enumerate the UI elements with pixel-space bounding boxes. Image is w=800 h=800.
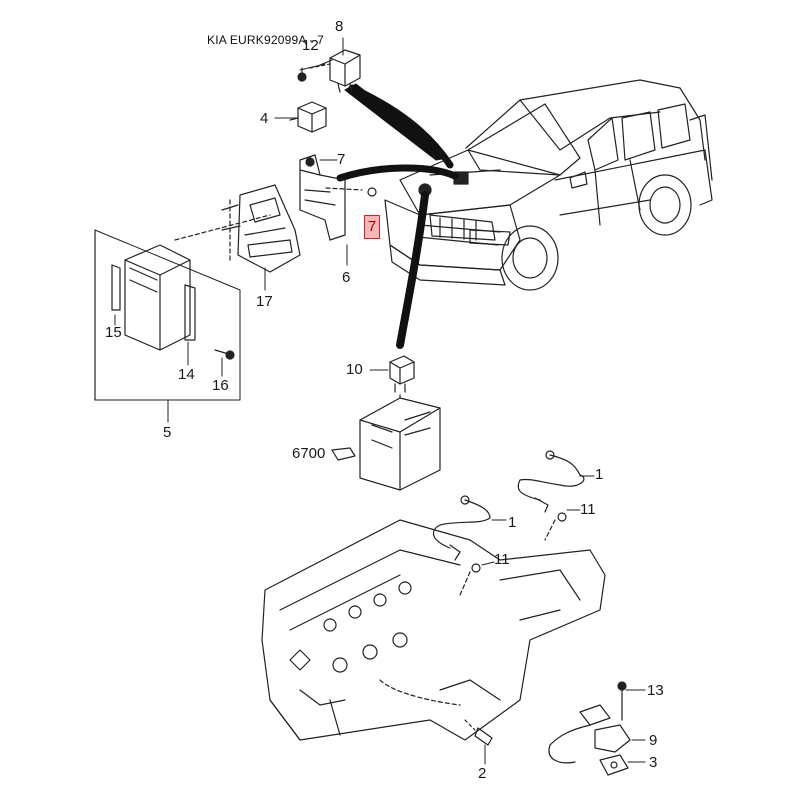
callout-3: 3	[649, 754, 658, 771]
relay-assembly-8	[297, 49, 361, 93]
callout-9: 9	[649, 732, 658, 749]
callout-2: 2	[478, 765, 487, 782]
callout-17: 17	[256, 293, 273, 310]
ecu-box-5	[94, 214, 271, 401]
callout-13: 13	[647, 682, 664, 699]
relay-4	[289, 101, 327, 133]
callout-15: 15	[105, 324, 122, 341]
callout-12: 12	[302, 37, 319, 54]
leader-lines	[114, 37, 646, 765]
diagram-title: KIA EURK92099A - 7	[207, 33, 325, 47]
engine-block	[261, 519, 606, 741]
sensor-1-middle	[432, 495, 491, 596]
callout-6700: 6700	[292, 445, 326, 462]
callout-11-middle: 11	[494, 551, 510, 568]
callout-7-upper: 7	[337, 151, 346, 168]
callout-7-highlighted[interactable]: 7	[364, 215, 380, 239]
callout-8: 8	[335, 18, 344, 35]
sensor-9-assembly	[548, 681, 631, 776]
bracket-17	[221, 184, 301, 273]
callout-1-upper: 1	[595, 466, 604, 483]
callout-5: 5	[163, 424, 172, 441]
callout-4: 4	[260, 110, 269, 127]
callout-10: 10	[346, 361, 363, 378]
callout-14: 14	[178, 366, 195, 383]
vehicle-illustration	[384, 79, 713, 291]
bracket-6	[299, 154, 377, 241]
callout-1-middle: 1	[508, 514, 517, 531]
callout-11-upper: 11	[580, 501, 596, 518]
leader-arrows	[336, 83, 459, 349]
callout-6: 6	[342, 269, 351, 286]
callout-16: 16	[212, 377, 229, 394]
sensor-2	[464, 719, 493, 746]
sensor-1-upper	[517, 450, 585, 541]
fuse-box-6700	[331, 355, 441, 491]
